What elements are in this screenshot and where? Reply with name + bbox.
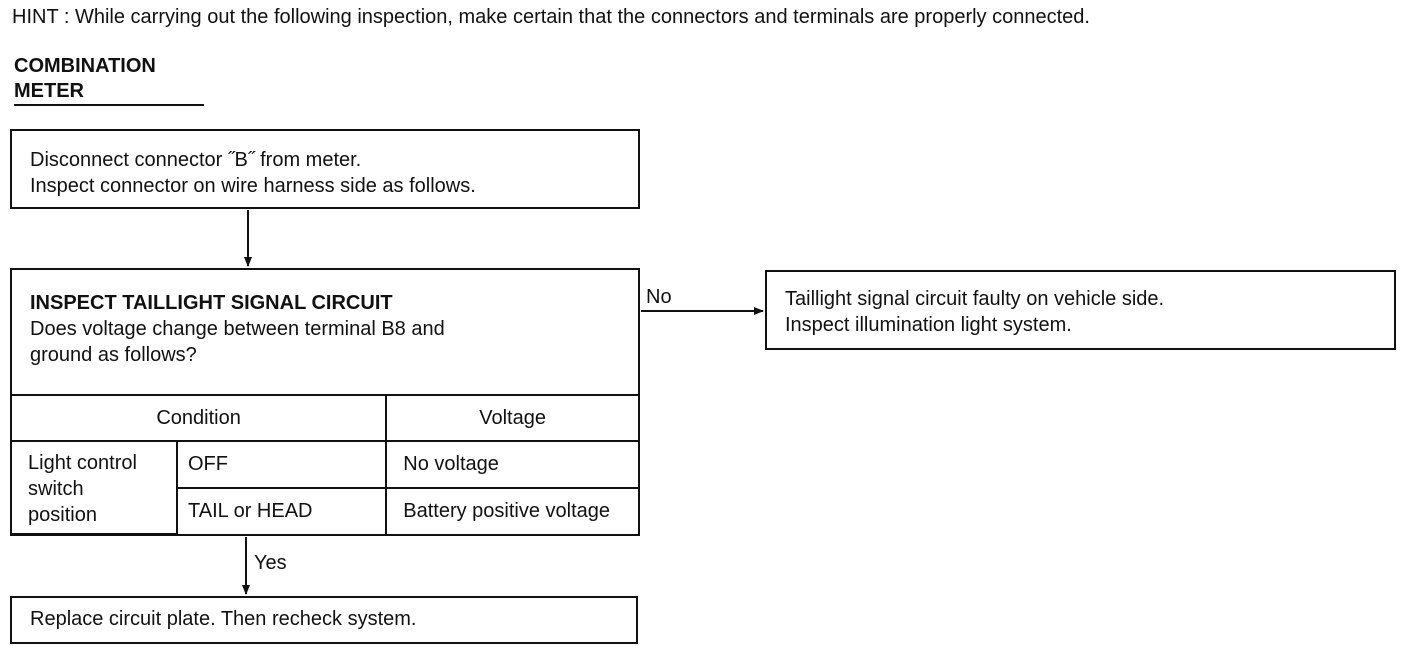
result-no-line2: Inspect illumination light system. — [785, 314, 1072, 336]
header-condition: Condition — [12, 394, 388, 442]
switch-label-line2: switch — [28, 478, 84, 500]
step-inspect-taillight-circuit: INSPECT TAILLIGHT SIGNAL CIRCUIT Does vo… — [10, 268, 640, 536]
inspect-question-line2: ground as follows? — [30, 344, 197, 366]
result-no-line1: Taillight signal circuit faulty on vehic… — [785, 288, 1165, 310]
switch-off-cell: OFF — [175, 440, 388, 489]
section-underline — [14, 104, 204, 106]
hint-text: HINT : While carrying out the following … — [12, 6, 1090, 28]
result-no-box: Taillight signal circuit faulty on vehic… — [765, 270, 1396, 350]
header-voltage: Voltage — [385, 394, 638, 442]
switch-label-line3: position — [28, 504, 97, 526]
section-heading-line2: METER — [14, 80, 84, 102]
switch-tail-head-cell: TAIL or HEAD — [177, 487, 388, 534]
voltage-off-cell: No voltage — [385, 440, 638, 489]
step1-line1: Disconnect connector ˝B˝ from meter. — [30, 149, 362, 171]
inspect-header: INSPECT TAILLIGHT SIGNAL CIRCUIT Does vo… — [12, 270, 638, 396]
inspect-question-line1: Does voltage change between terminal B8 … — [30, 318, 445, 340]
inspect-title: INSPECT TAILLIGHT SIGNAL CIRCUIT — [30, 292, 393, 314]
voltage-tail-head-cell: Battery positive voltage — [385, 487, 638, 534]
no-label: No — [646, 286, 672, 308]
result-yes-text: Replace circuit plate. Then recheck syst… — [30, 608, 417, 630]
result-yes-box: Replace circuit plate. Then recheck syst… — [10, 596, 638, 644]
switch-label-line1: Light control — [28, 452, 137, 474]
voltage-condition-table: Condition Voltage Light control switch p… — [12, 394, 638, 535]
section-heading-line1: COMBINATION — [14, 55, 156, 77]
yes-label: Yes — [254, 552, 287, 574]
section-heading: COMBINATION METER — [14, 54, 156, 104]
switch-position-label: Light control switch position — [12, 440, 178, 535]
step1-line2: Inspect connector on wire harness side a… — [30, 175, 476, 197]
step-disconnect-connector: Disconnect connector ˝B˝ from meter. Ins… — [10, 129, 640, 209]
